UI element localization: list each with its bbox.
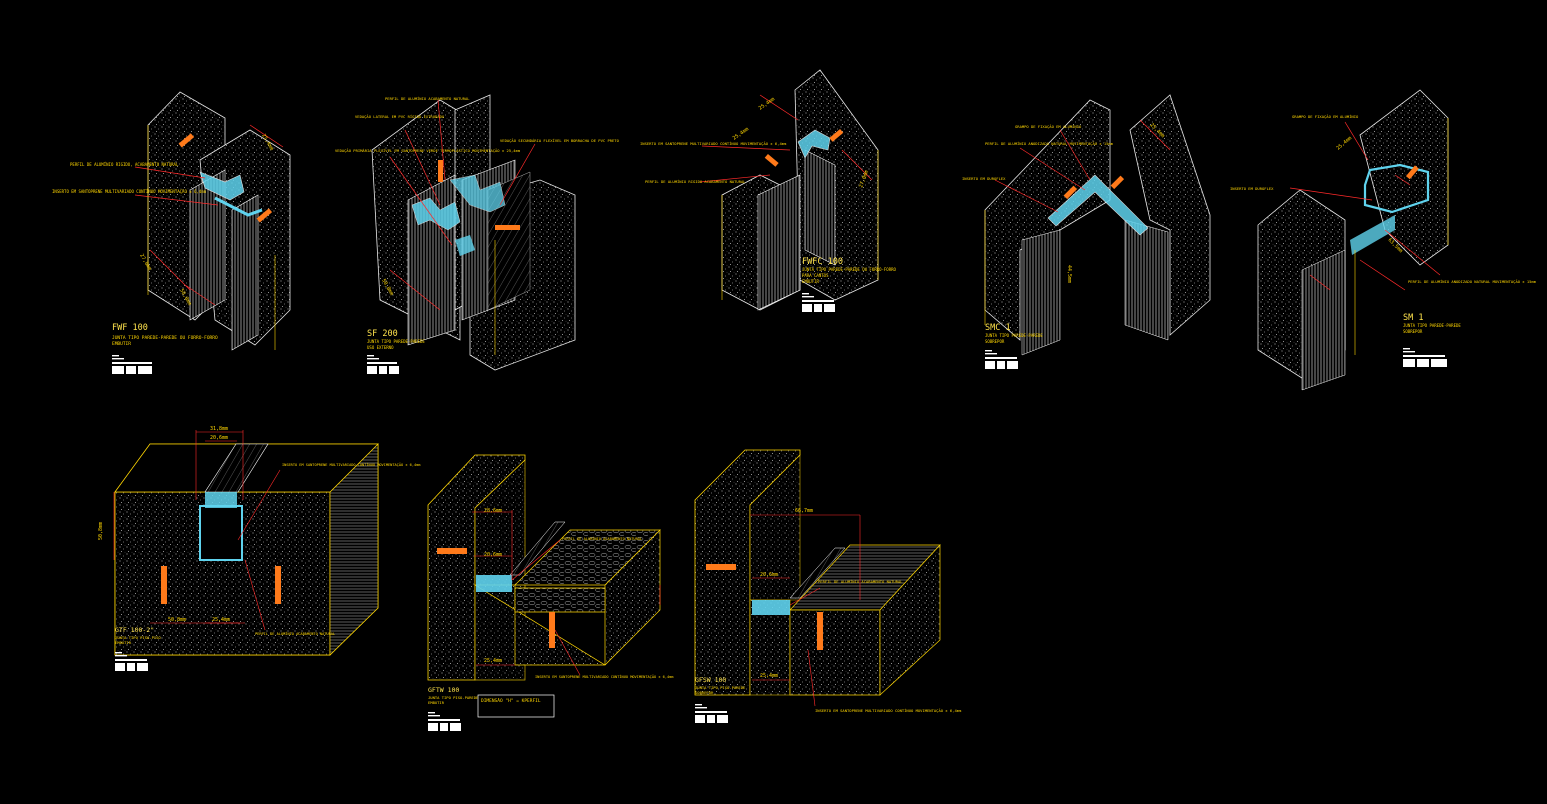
subtitle-gftw100-1: JUNTA TIPO PISO-PAREDE bbox=[428, 695, 479, 700]
detail-fwf100[interactable] bbox=[134, 91, 291, 351]
detail-sm1[interactable] bbox=[1257, 89, 1449, 391]
title-block-stamps bbox=[112, 293, 1447, 731]
detail-gtf100[interactable] bbox=[113, 430, 379, 656]
subtitle-sm1-2: SOBREPOR bbox=[1403, 329, 1423, 334]
detail-gfsw100[interactable] bbox=[694, 449, 941, 707]
subtitle-sm1-1: JUNTA TIPO PAREDE-PAREDE bbox=[1403, 323, 1461, 328]
dim-fwfc100-2: 25,4mm bbox=[732, 126, 750, 141]
label-smc1-3: INSERTO EM DUROFLEX bbox=[962, 176, 1006, 181]
subtitle-smc1-2: SOBREPOR bbox=[985, 339, 1005, 344]
stamp-gtf100 bbox=[115, 652, 148, 671]
label-gftw100-1: PERFIL DE ALUMÍNIO ACABAMENTO NATURAL bbox=[562, 536, 642, 541]
dim-gfsw100-1: 66,7mm bbox=[795, 508, 813, 514]
title-fwf100: FWF 100 bbox=[112, 323, 148, 333]
label-sm1-1: GRAMPO DE FIXAÇÃO EM ALUMÍNIO bbox=[1292, 114, 1359, 119]
title-fwfc100: FWFC 100 bbox=[802, 257, 843, 267]
subtitle-fwfc100-2: PARA CANTOS bbox=[802, 273, 829, 278]
label-fwfc100-2: PERFIL DE ALUMÍNIO RIGIDO ACABAMENTO NAT… bbox=[645, 179, 746, 184]
subtitle-smc1-1: JUNTA TIPO PAREDE-PAREDE bbox=[985, 333, 1043, 338]
dim-gftw100-3: 25,4mm bbox=[484, 658, 502, 664]
label-sf200-1: PERFIL DE ALUMÍNIO ACABAMENTO NATURAL bbox=[385, 96, 470, 101]
note-gftw100: DIMENSÃO "H" = KPERFIL bbox=[481, 697, 541, 704]
stamp-smc1 bbox=[985, 350, 1018, 369]
title-gfsw100: GFSW 100 bbox=[695, 676, 726, 684]
stamp-fwfc100 bbox=[802, 293, 835, 312]
detail-fwfc100[interactable] bbox=[699, 69, 879, 311]
title-sf200: SF 200 bbox=[367, 329, 398, 339]
dim-gtf100-2: 20,6mm bbox=[210, 435, 228, 441]
stamp-gftw100 bbox=[428, 712, 461, 731]
label-sm1-2: INSERTO EM DUROFLEX bbox=[1230, 186, 1274, 191]
label-sf200-2: VEDAÇÃO LATERAL EM PVC RÍGIDO EXTRUDADO bbox=[355, 114, 445, 119]
title-sm1: SM 1 bbox=[1403, 313, 1423, 323]
detail-gftw100[interactable] bbox=[427, 454, 661, 718]
subtitle-gfsw100-1: JUNTA TIPO PISO-PAREDE bbox=[695, 685, 746, 690]
label-sf200-4: VEDAÇÃO SECUNDÁRIA FLEXÍVEL EM BORRACHA … bbox=[500, 138, 620, 143]
subtitle-gftw100-2: EMBUTIR bbox=[428, 700, 445, 705]
dim-gtf100-5: 25,4mm bbox=[212, 617, 230, 623]
dim-gfsw100-2: 20,6mm bbox=[760, 572, 778, 578]
subtitle-gtf100-2: EMBUTIR bbox=[115, 640, 132, 645]
subtitle-sf200-2: USO EXTERNO bbox=[367, 345, 394, 350]
stamp-sf200 bbox=[367, 355, 399, 374]
label-gftw100-2: INSERTO EM SANTOPRENE MULTIVARIADO CONTÍ… bbox=[535, 674, 673, 679]
dim-gtf100-4: 50,8mm bbox=[168, 617, 186, 623]
label-gtf100-2: PERFIL DE ALUMÍNIO ACABAMENTO NATURAL bbox=[255, 631, 335, 636]
subtitle-gfsw100-2: SOBREPOR bbox=[695, 690, 714, 695]
text-layer: FWF 100 JUNTA TIPO PAREDE-PAREDE OU FORR… bbox=[52, 96, 1537, 713]
subtitle-fwf100-2: EMBUTIR bbox=[112, 341, 131, 347]
dim-gfsw100-3: 25,4mm bbox=[760, 673, 778, 679]
dim-sm1-1: 25,4mm bbox=[1335, 135, 1353, 151]
stamp-fwf100 bbox=[112, 355, 152, 374]
title-gtf100: GTF 100-2" bbox=[115, 626, 154, 634]
subtitle-fwf100-1: JUNTA TIPO PAREDE-PAREDE OU FORRO-FORRO bbox=[112, 335, 218, 341]
label-gtf100-1: INSERTO EM SANTOPRENE MULTIVARIADO CONTÍ… bbox=[282, 462, 420, 467]
detail-smc1[interactable] bbox=[984, 94, 1211, 356]
dim-gtf100-3: 50,8mm bbox=[98, 522, 104, 540]
dim-gtf100-1: 31,8mm bbox=[210, 426, 228, 432]
label-smc1-1: GRAMPO DE FIXAÇÃO EM ALUMÍNIO bbox=[1015, 124, 1082, 129]
label-fwf100-1: PERFIL DE ALUMÍNIO RIGIDO, ACABAMENTO NA… bbox=[70, 162, 179, 167]
label-fwf100-2: INSERTO EM SANTOPRENE MULTIVARIADO CONTÍ… bbox=[52, 189, 207, 194]
label-sm1-3: PERFIL DE ALUMÍNIO ANODIZADO NATURAL MOV… bbox=[1408, 279, 1537, 284]
title-gftw100: GFTW 100 bbox=[428, 686, 459, 694]
dim-gftw100-2: 20,6mm bbox=[484, 552, 502, 558]
stamp-sm1 bbox=[1403, 348, 1447, 367]
label-sf200-3: VEDAÇÃO PRIMÁRIA FLEXÍVEL EM SANTOPRENE … bbox=[335, 148, 521, 153]
detail-sf200[interactable] bbox=[371, 94, 576, 371]
subtitle-fwfc100-1: JUNTA TIPO PAREDE-PAREDE OU FORRO-FORRO bbox=[802, 267, 897, 272]
title-smc1: SMC 1 bbox=[985, 323, 1011, 333]
subtitle-sf200-1: JUNTA TIPO PAREDE-PAREDE bbox=[367, 339, 425, 344]
label-smc1-2: PERFIL DE ALUMÍNIO ANODIZADO NATURAL MOV… bbox=[985, 141, 1114, 146]
dim-smc1-2: 44,5mm bbox=[1066, 265, 1072, 283]
dim-fwfc100-3: 27,0mm bbox=[858, 170, 870, 189]
label-fwfc100-1: INSERTO EM SANTOPRENE MULTIVARIADO CONTÍ… bbox=[640, 141, 787, 146]
subtitle-gtf100-1: JUNTA TIPO PISO-PISO bbox=[115, 635, 161, 640]
stamp-gfsw100 bbox=[695, 704, 728, 723]
label-gfsw100-2: INSERTO EM SANTOPRENE MULTIVARIADO CONTÍ… bbox=[815, 708, 962, 713]
subtitle-fwfc100-3: EMBUTIR bbox=[802, 279, 819, 284]
label-gfsw100-1: PERFIL DE ALUMÍNIO ACABAMENTO NATURAL bbox=[818, 579, 903, 584]
dim-gftw100-1: 28,6mm bbox=[484, 508, 502, 514]
